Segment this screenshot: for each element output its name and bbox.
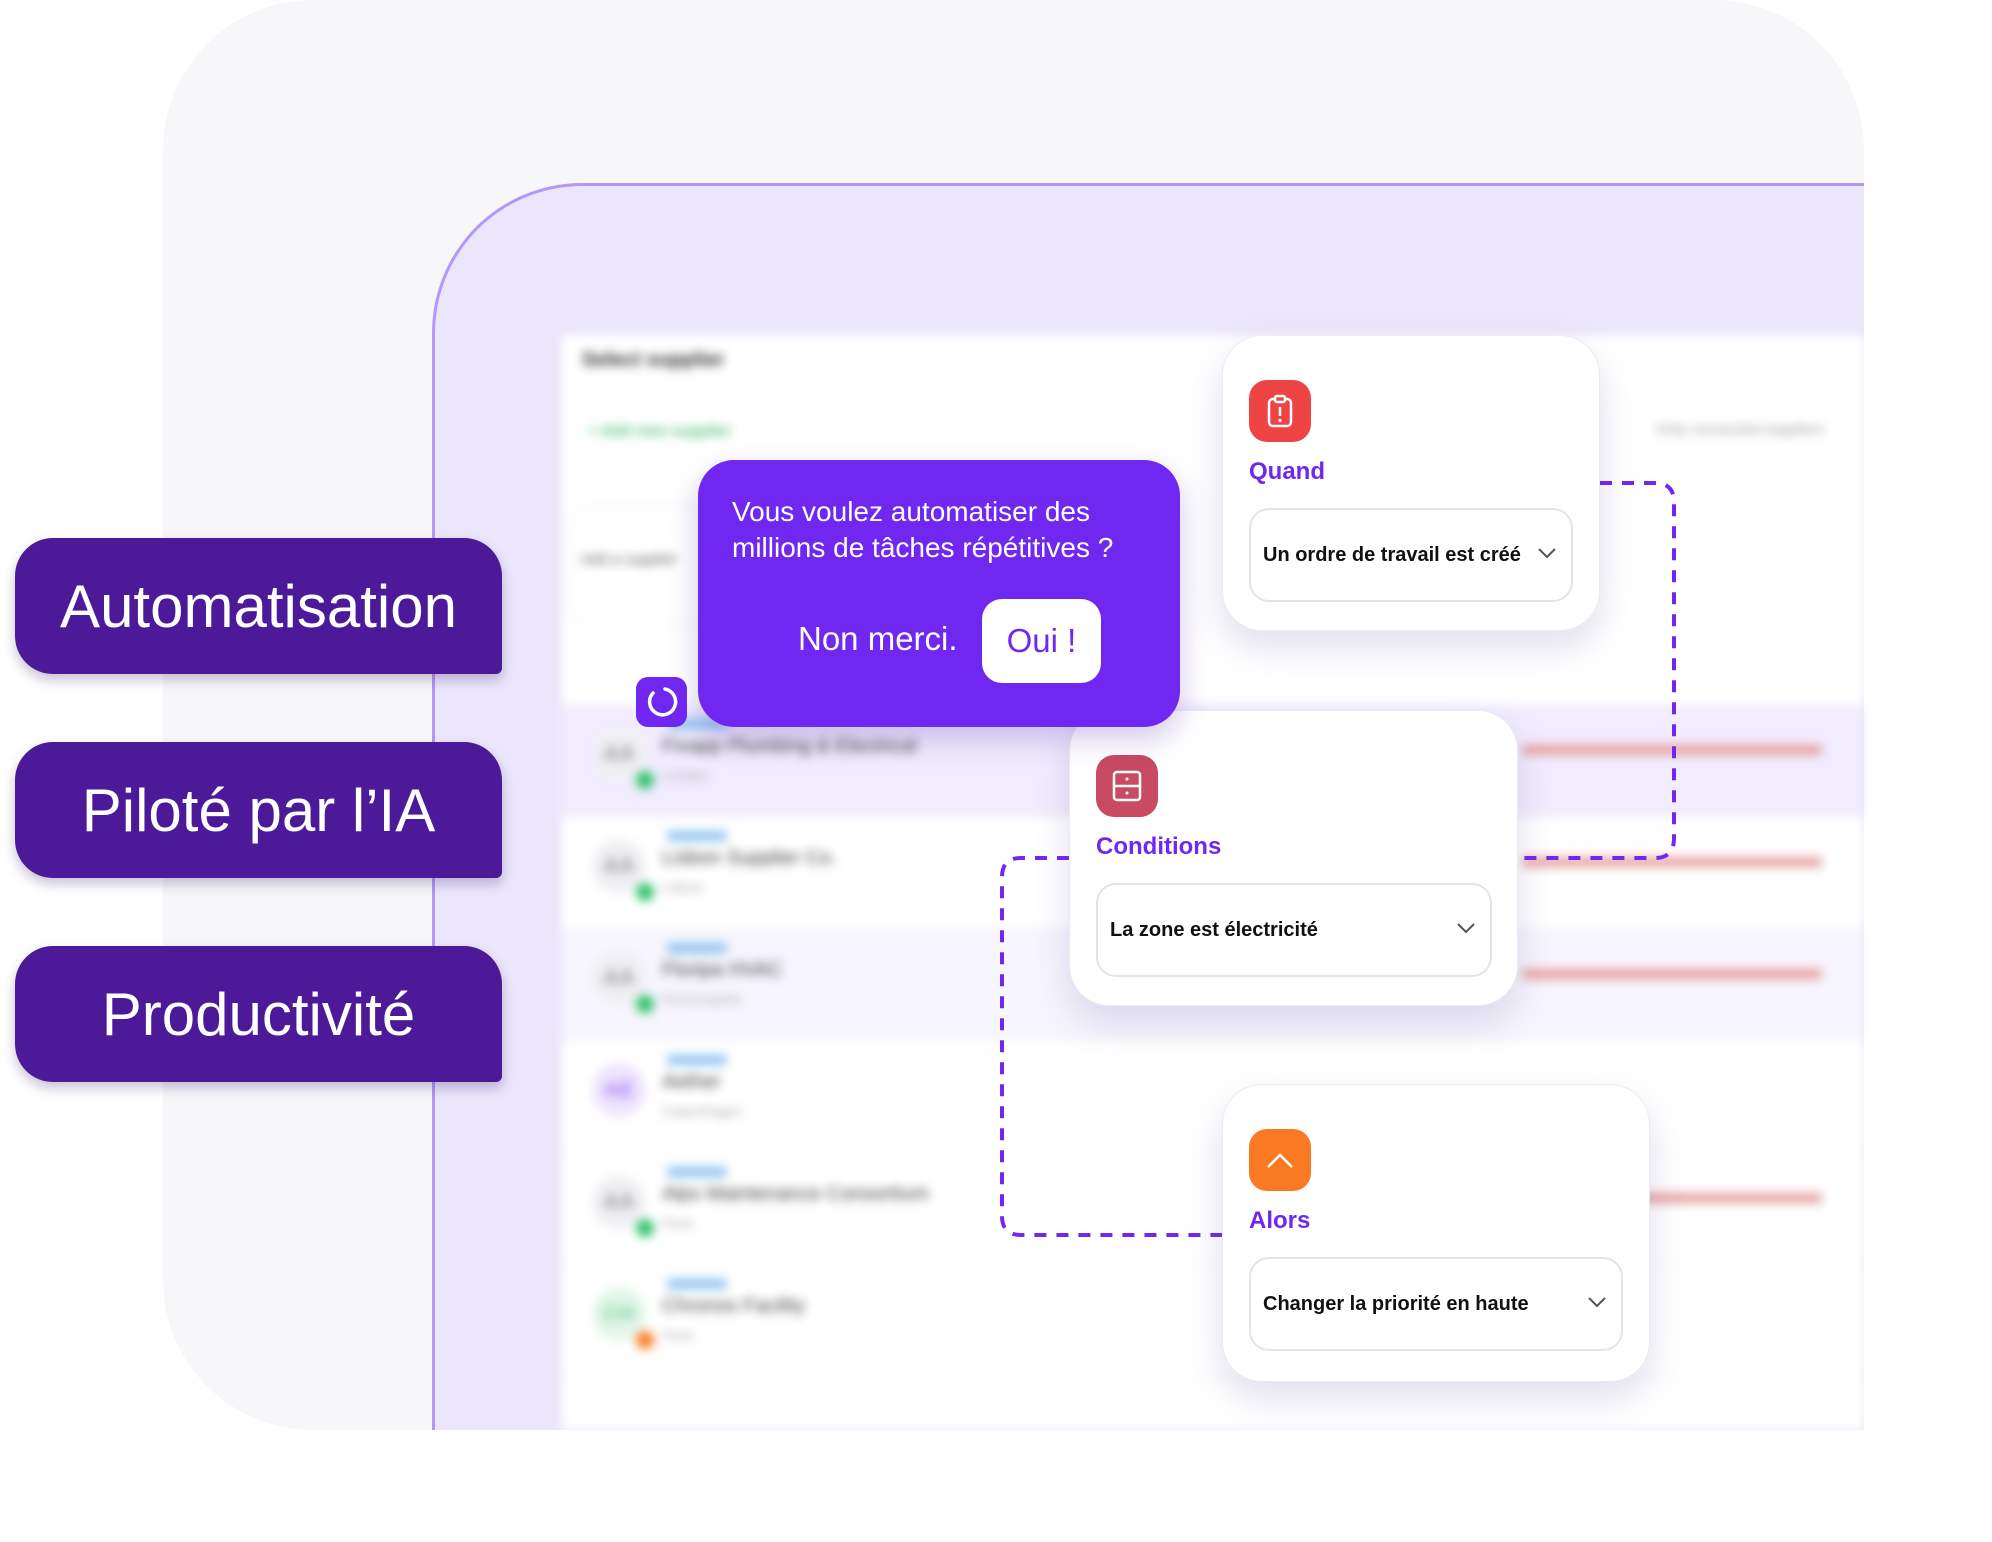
category-tag (667, 1279, 727, 1289)
pill-automatisation: Automatisation (15, 538, 502, 674)
pill-ai: Piloté par l’IA (15, 742, 502, 878)
trade-tags (1522, 1193, 1822, 1203)
action-label: Alors (1249, 1207, 1311, 1234)
supplier-name: Fixapp Plumbing & Electrical (662, 735, 917, 757)
conditions-select-value: La zone est électricité (1110, 919, 1318, 941)
trade-tags (1522, 969, 1822, 979)
status-dot (636, 995, 654, 1013)
automation-prompt: Vous voulez automatiser des millions de … (698, 460, 1180, 727)
supplier-name: Lisbon Supplier Co. (662, 847, 837, 869)
connected-filter[interactable]: Only connected suppliers (1655, 421, 1824, 438)
supplier-name: Alps Maintenance Consortium (662, 1183, 929, 1205)
trigger-label: Quand (1249, 458, 1325, 485)
supplier-city: London (662, 767, 709, 783)
avatar: AE (592, 1063, 646, 1117)
status-dot (636, 883, 654, 901)
decline-button[interactable]: Non merci. (798, 620, 958, 657)
avatar: AA (592, 839, 646, 893)
category-tag (667, 1055, 727, 1065)
chevron-down-icon (1588, 1297, 1606, 1308)
status-dot (636, 1219, 654, 1237)
status-dot (636, 1331, 654, 1349)
supplier-city: Paris (662, 1215, 694, 1231)
trade-tags (1522, 857, 1822, 867)
category-tag (667, 1167, 727, 1177)
supplier-input-placeholder: Add a supplier (581, 551, 677, 568)
accept-button[interactable]: Oui ! (982, 599, 1101, 683)
supplier-city: Lisbon (662, 879, 704, 895)
trigger-card: Quand Un ordre de travail est créé (1222, 335, 1600, 631)
prompt-question: Vous voulez automatiser des millions de … (732, 496, 1114, 563)
supplier-name: Aether (662, 1071, 721, 1093)
table-title: Select supplier (582, 349, 725, 371)
supplier-city: Paris (662, 1327, 694, 1343)
supplier-city: Florianópolis (662, 991, 742, 1007)
cabinet-icon (1096, 755, 1158, 817)
supplier-name: Chronos Facility (662, 1295, 806, 1317)
pill-productivite: Productivité (15, 946, 502, 1082)
loading-spinner-icon (636, 677, 687, 727)
chevron-down-icon (1457, 923, 1475, 934)
avatar: CH (592, 1287, 646, 1341)
category-tag (667, 719, 727, 729)
chevron-up-icon (1249, 1129, 1311, 1191)
chevron-down-icon (1538, 548, 1556, 559)
avatar: AA (592, 951, 646, 1005)
conditions-card: Conditions La zone est électricité (1069, 710, 1518, 1006)
add-supplier-link[interactable]: + Add new supplier (587, 421, 732, 440)
supplier-name: Floripa HVAC (662, 959, 783, 981)
action-select-value: Changer la priorité en haute (1263, 1293, 1529, 1315)
trigger-select-value: Un ordre de travail est créé (1263, 544, 1521, 566)
avatar: AA (592, 727, 646, 781)
status-dot (636, 771, 654, 789)
action-select[interactable]: Changer la priorité en haute (1249, 1257, 1623, 1351)
category-tag (667, 831, 727, 841)
category-tag (667, 943, 727, 953)
conditions-label: Conditions (1096, 833, 1222, 860)
trigger-select[interactable]: Un ordre de travail est créé (1249, 508, 1573, 602)
supplier-city: Copenhagen (662, 1103, 743, 1119)
action-card: Alors Changer la priorité en haute (1222, 1084, 1650, 1382)
avatar: AA (592, 1175, 646, 1229)
clipboard-alert-icon (1249, 380, 1311, 442)
conditions-select[interactable]: La zone est électricité (1096, 883, 1492, 977)
